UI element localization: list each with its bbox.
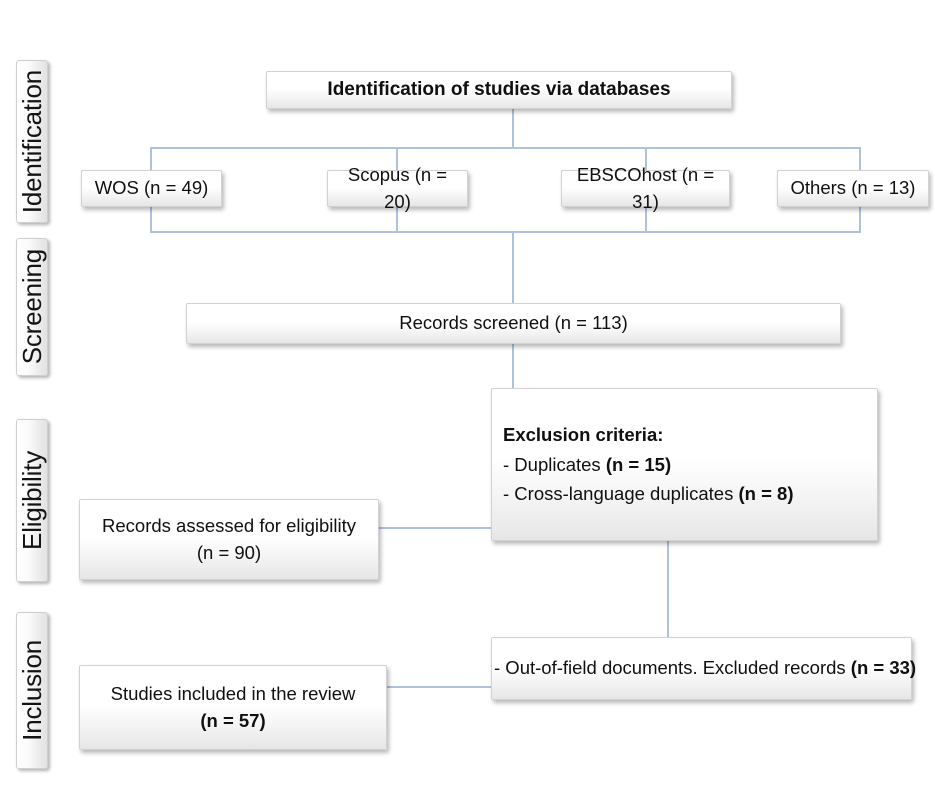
exclusion-item-duplicates-count: (n = 15) [605, 453, 672, 475]
stage-tab-inclusion-label: Inclusion [16, 640, 47, 741]
box-records-assessed-eligibility: Records assessed for eligibility (n = 90… [79, 499, 379, 580]
exclusion-item-duplicates: - Duplicates (n = 15) [503, 450, 794, 480]
stage-tab-inclusion: Inclusion [16, 612, 48, 769]
box-out-of-field-excluded-body: - Out-of-field documents. Excluded recor… [494, 655, 916, 682]
box-exclusion-criteria-body: Exclusion criteria: - Duplicates (n = 15… [503, 420, 794, 510]
connector-out-of-field-to-included [385, 686, 493, 688]
box-source-wos: WOS (n = 49) [81, 170, 222, 207]
box-source-scopus-text: Scopus (n = 20) [347, 163, 448, 212]
box-records-assessed-eligibility-body: Records assessed for eligibility (n = 90… [94, 513, 364, 567]
exclusion-item-cross-language-text: - Cross-language duplicates [503, 483, 739, 505]
stage-tab-identification-label: Identification [16, 69, 47, 214]
box-source-ebscohost: EBSCOhost (n = 31) [561, 164, 730, 212]
connector-bus-to-others [859, 147, 861, 170]
box-studies-included-line2: (n = 57) [200, 709, 266, 731]
box-records-assessed-eligibility-line1: Records assessed for eligibility [102, 514, 356, 536]
connector-upper-bus [150, 147, 861, 149]
connector-title-to-bus [512, 108, 514, 148]
connector-exclusion-to-out-of-field [667, 540, 669, 640]
box-out-of-field-excluded-text: - Out-of-field documents. Excluded recor… [494, 657, 851, 679]
box-records-assessed-eligibility-line2: (n = 90) [196, 541, 262, 563]
stage-tab-eligibility-label: Eligibility [16, 451, 47, 550]
exclusion-heading: Exclusion criteria: [503, 423, 664, 445]
box-source-others-text: Others (n = 13) [790, 177, 916, 199]
box-identification-title: Identification of studies via databases [266, 71, 732, 109]
box-source-ebscohost-text: EBSCOhost (n = 31) [576, 163, 715, 212]
connector-exclusion-to-eligibility [378, 527, 494, 529]
stage-tab-screening-label: Screening [16, 249, 47, 365]
connector-bus-to-scopus [396, 147, 398, 170]
exclusion-item-cross-language: - Cross-language duplicates (n = 8) [503, 479, 794, 509]
box-exclusion-criteria: Exclusion criteria: - Duplicates (n = 15… [491, 388, 878, 541]
box-studies-included: Studies included in the review (n = 57) [79, 665, 387, 750]
box-studies-included-line1: Studies included in the review [110, 682, 356, 704]
box-source-scopus: Scopus (n = 20) [327, 164, 468, 212]
box-records-screened-text: Records screened (n = 113) [399, 312, 628, 334]
stage-tab-screening: Screening [16, 238, 48, 376]
box-records-screened: Records screened (n = 113) [186, 303, 841, 344]
connector-ebscohost-to-lower-bus [645, 206, 647, 232]
exclusion-item-duplicates-text: - Duplicates [503, 453, 606, 475]
connector-screened-to-exclusion [512, 343, 514, 389]
connector-wos-to-lower-bus [150, 206, 152, 232]
exclusion-item-cross-language-count: (n = 8) [738, 483, 794, 505]
box-out-of-field-excluded: - Out-of-field documents. Excluded recor… [491, 637, 916, 700]
connector-lower-bus [150, 231, 861, 233]
stage-tab-eligibility: Eligibility [16, 419, 48, 582]
connector-bus-to-wos [150, 147, 152, 170]
box-out-of-field-excluded-count: (n = 33) [850, 657, 917, 679]
connector-lower-bus-to-screened [512, 231, 514, 303]
box-source-wos-text: WOS (n = 49) [94, 177, 209, 199]
connector-scopus-to-lower-bus [396, 206, 398, 232]
box-identification-title-text: Identification of studies via databases [327, 79, 671, 101]
connector-others-to-lower-bus [859, 206, 861, 232]
box-source-others: Others (n = 13) [777, 170, 929, 207]
box-studies-included-body: Studies included in the review (n = 57) [103, 681, 364, 735]
stage-tab-identification: Identification [16, 60, 48, 223]
connector-bus-to-ebscohost [645, 147, 647, 170]
